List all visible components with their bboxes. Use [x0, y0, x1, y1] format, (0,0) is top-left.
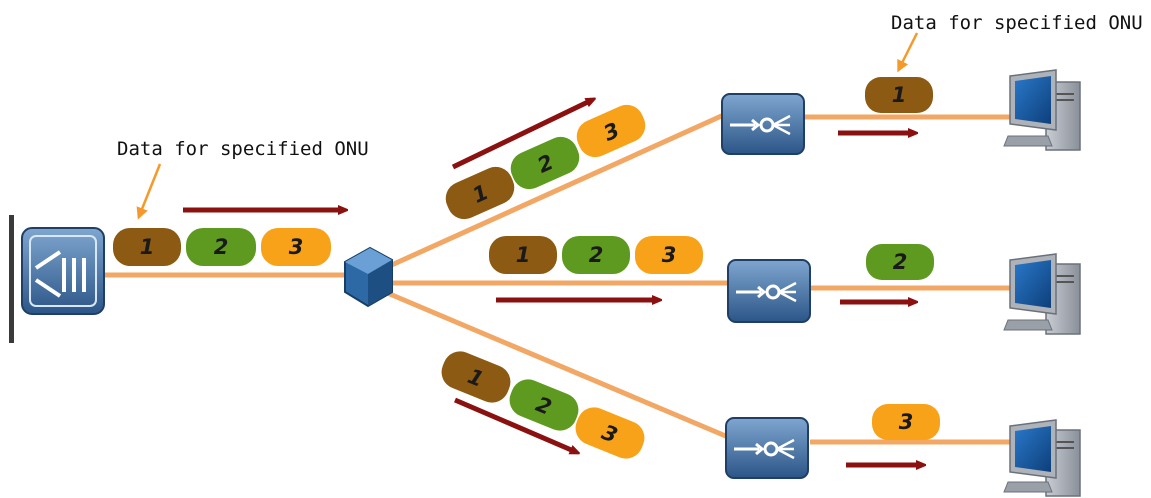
pc-icon: [1003, 69, 1081, 151]
olt-icon: [21, 227, 105, 315]
packet-1: 1: [445, 166, 515, 220]
svg-text:2: 2: [214, 235, 229, 259]
arrow-branch-upper: [451, 100, 592, 170]
onu-icon: [727, 259, 811, 323]
packet-2: 2: [186, 228, 256, 266]
svg-text:1: 1: [516, 243, 531, 267]
pc-icon: [1003, 419, 1081, 497]
svg-text:3: 3: [662, 243, 677, 267]
packet-3: 3: [635, 236, 703, 274]
annotation-arrows: [136, 32, 919, 220]
packet-onu-3: 3: [872, 404, 940, 440]
svg-text:2: 2: [589, 243, 604, 267]
packet-group-olt-link: 1 2 3: [113, 228, 331, 266]
svg-text:1: 1: [892, 83, 907, 107]
fiber-lines: [100, 110, 1010, 445]
packet-3: 3: [261, 228, 331, 266]
svg-text:2: 2: [893, 250, 908, 274]
packet-group-branch-middle: 1 2 3: [489, 236, 703, 274]
packet-2: 2: [509, 379, 579, 431]
packet-1: 1: [441, 351, 511, 403]
packet-1: 1: [489, 236, 557, 274]
svg-text:3: 3: [899, 410, 914, 434]
packet-group-branch-lower: 1 2 3: [441, 351, 645, 459]
packet-2: 2: [562, 236, 630, 274]
packet-3: 3: [576, 104, 646, 158]
left-annotation-label: Data for specified ONU: [117, 138, 369, 160]
left-edge-bar: [9, 215, 14, 343]
splitter-icon: [344, 246, 393, 308]
top-annotation-label: Data for specified ONU: [891, 12, 1143, 34]
onu-icon: [721, 93, 805, 155]
pc-icon: [1003, 253, 1081, 335]
packet-3: 3: [575, 407, 645, 459]
packet-onu-2: 2: [866, 244, 934, 280]
svg-text:1: 1: [140, 235, 155, 259]
packet-onu-1: 1: [865, 77, 933, 113]
direction-arrows: [183, 100, 922, 465]
svg-text:3: 3: [289, 235, 304, 259]
packet-2: 2: [510, 136, 580, 190]
packet-1: 1: [113, 228, 181, 266]
packet-group-branch-upper: 1 2 3: [445, 104, 646, 220]
onu-icon: [725, 417, 809, 479]
arrow-branch-lower: [454, 397, 576, 452]
